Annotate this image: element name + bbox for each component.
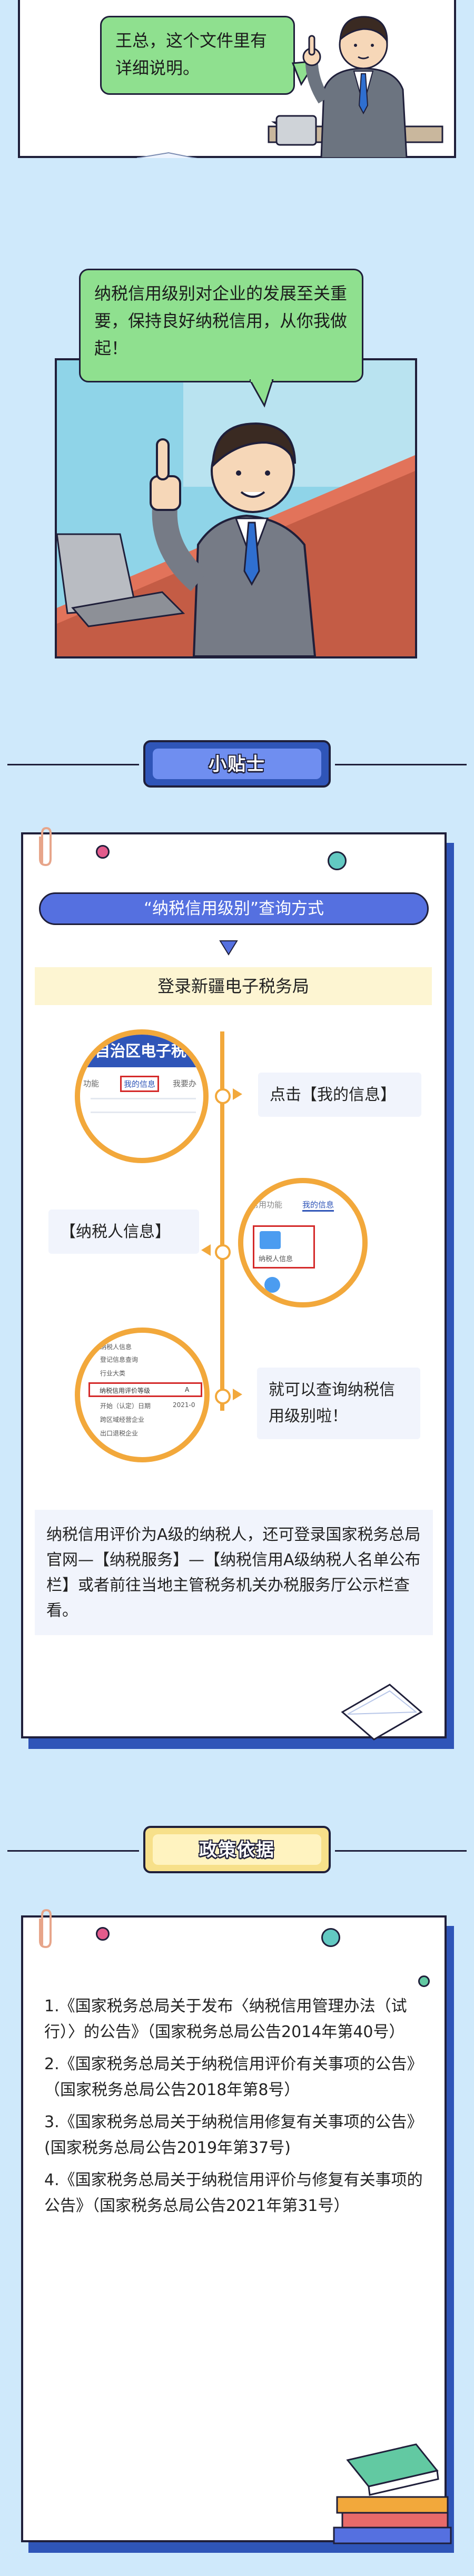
scene2-bubble-tail (250, 379, 274, 408)
decor-dot-teal (328, 851, 347, 870)
step2-screenshot: 常用功能 我的信息 纳税人信息 (238, 1178, 368, 1307)
step1-label-text: 点击【我的信息】 (270, 1086, 396, 1104)
screen3-row-2: 行业大类 (100, 1370, 126, 1377)
arrow-right-icon (233, 1088, 242, 1100)
policy-panel (21, 1915, 447, 2542)
screen3-row-1: 登记信息查询 (100, 1356, 139, 1363)
timeline-node-1 (215, 1088, 231, 1104)
screen1-nav-right: 我要办 (173, 1079, 197, 1088)
scene2-bubble-text: 纳税信用级别对企业的发展至关重要，保持良好纳税信用，从你我做起！ (94, 283, 348, 358)
step2-label-text: 【纳税人信息】 (60, 1223, 171, 1241)
step1-screenshot: 自治区电子税 功能 我的信息 我要办 (75, 1029, 209, 1163)
step3-label: 就可以查询纳税信用级别啦！ (257, 1368, 420, 1439)
login-label-text: 登录新疆电子税务局 (157, 976, 309, 996)
scene2-speech-bubble: 纳税信用级别对企业的发展至关重要，保持良好纳税信用，从你我做起！ (79, 269, 363, 382)
login-label-box: 登录新疆电子税务局 (35, 967, 432, 1005)
query-title-text: “纳税信用级别”查询方式 (143, 899, 324, 918)
screen1-header: 自治区电子税 (80, 1035, 203, 1067)
books-icon (333, 2443, 452, 2544)
tips-divider-left (7, 764, 139, 765)
tips-note-box: 纳税信用评价为A级的纳税人，还可登录国家税务总局官网—【纳税服务】—【纳税信用A… (35, 1510, 433, 1635)
policy-item-1: 1.《国家税务总局关于发布〈纳税信用管理办法（试行）〉的公告》（国家税务总局公告… (44, 1997, 407, 2041)
scene1-bubble-text: 王总，这个文件里有详细说明。 (115, 31, 268, 78)
tips-badge: 小贴士 (143, 740, 331, 788)
arrow-left-icon (201, 1244, 211, 1256)
screen1-nav-left: 功能 (83, 1079, 100, 1088)
policy-item-3: 3.《国家税务总局关于纳税信用修复有关事项的公告》(国家税务总局公告2019年第… (44, 2113, 423, 2157)
paper-note-decor (341, 1684, 423, 1741)
screen2-taxpayer-tile[interactable]: 纳税人信息 (253, 1225, 315, 1269)
step1-label: 点击【我的信息】 (258, 1073, 421, 1117)
timeline-node-3 (215, 1389, 231, 1404)
screen3-row-3: 纳税信用评价等级 (100, 1387, 151, 1394)
decor-dot-pink (96, 1927, 110, 1941)
tips-divider-right (335, 764, 467, 765)
user-icon (264, 1277, 280, 1293)
arrow-right-icon (233, 1389, 242, 1400)
step2-label: 【纳税人信息】 (48, 1210, 199, 1254)
screen2-tile-label: 纳税人信息 (259, 1255, 293, 1263)
step3-screenshot: 纳税人信息 登记信息查询 行业大类 纳税信用评价等级 A 开始（认定）日期 20… (75, 1328, 210, 1462)
screen1-my-info[interactable]: 我的信息 (120, 1076, 160, 1092)
screen3-row-0: 纳税人信息 (100, 1343, 132, 1351)
policy-item-2: 2.《国家税务总局关于纳税信用评价有关事项的公告》（国家税务总局公告2018年第… (44, 2055, 423, 2099)
triangle-down-icon (219, 940, 238, 956)
scene1-illustration (136, 16, 443, 158)
policy-list: 1.《国家税务总局关于发布〈纳税信用管理办法（试行）〉的公告》（国家税务总局公告… (44, 1993, 431, 2225)
screen2-tab1: 常用功能 (251, 1200, 283, 1210)
timeline-line (220, 1031, 224, 1411)
screen3-row-4: 开始（认定）日期 (100, 1402, 151, 1410)
policy-badge-label: 政策依据 (199, 1840, 275, 1861)
paperclip-icon (39, 1909, 52, 1949)
scene1-speech-bubble: 王总，这个文件里有详细说明。 (100, 16, 295, 95)
timeline-node-2 (215, 1244, 231, 1260)
screen3-row-5: 跨区域经营企业 (100, 1416, 145, 1423)
decor-dot-pink (96, 845, 110, 859)
policy-divider-left (7, 1850, 139, 1852)
screen3-date: 2021-0 (173, 1401, 195, 1409)
id-card-icon (260, 1231, 281, 1249)
screen3-grade: A (185, 1386, 190, 1393)
screen2-tab2: 我的信息 (302, 1199, 334, 1212)
tips-badge-label: 小贴士 (209, 754, 265, 775)
decor-dot-teal (321, 1928, 340, 1947)
screen3-row-6: 出口退税企业 (100, 1430, 139, 1437)
policy-divider-right (335, 1850, 467, 1852)
paperclip-icon (39, 827, 52, 867)
decor-dot-green (418, 1975, 430, 1987)
step3-label-text: 就可以查询纳税信用级别啦！ (269, 1381, 395, 1425)
tips-note-text: 纳税信用评价为A级的纳税人，还可登录国家税务总局官网—【纳税服务】—【纳税信用A… (46, 1526, 421, 1620)
query-title-bar: “纳税信用级别”查询方式 (39, 892, 429, 925)
scene2-panel (55, 358, 417, 658)
screen3-highlight: 纳税信用评价等级 A (88, 1382, 202, 1397)
policy-item-4: 4.《国家税务总局关于纳税信用评价与修复有关事项的公告》（国家税务总局公告202… (44, 2171, 423, 2215)
policy-badge: 政策依据 (143, 1826, 331, 1873)
